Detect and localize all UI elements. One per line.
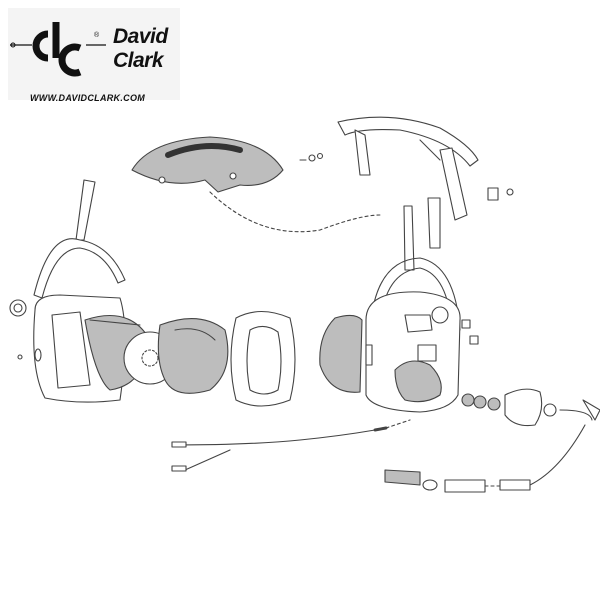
screws-top (299, 152, 514, 201)
adjustment-straps (403, 197, 441, 271)
registered-mark: ® (94, 32, 100, 39)
foam-inserts (84, 314, 229, 394)
ear-seal (230, 310, 296, 407)
mic-boom (384, 388, 600, 493)
dc-monogram-logo-icon (10, 22, 106, 77)
headset-cable (171, 419, 411, 472)
brand-name-line2: Clark (113, 49, 164, 72)
brand-name-line1: David (113, 25, 168, 48)
half-foam (319, 314, 363, 393)
headband-left (33, 179, 126, 299)
assembly-path-pad (209, 191, 381, 233)
headband-right (337, 116, 479, 221)
brand-url: WWW.DAVIDCLARK.COM (30, 93, 146, 103)
right-ear-cup (365, 257, 479, 413)
head-pad (131, 136, 284, 193)
logo-block: ® David Clark WWW.DAVIDCLARK.COM (8, 8, 180, 103)
